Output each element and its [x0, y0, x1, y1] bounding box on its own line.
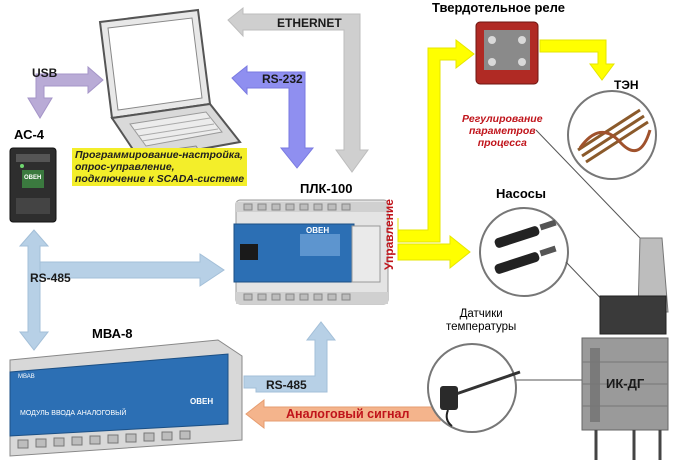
usb-label: USB [32, 66, 58, 80]
regulation-line1: Регулирование [462, 113, 543, 125]
pumps-label: Насосы [496, 186, 546, 201]
programming-line1: Программирование-настройка, [75, 149, 243, 161]
ethernet-arrow [227, 6, 369, 173]
relay-label: Твердотельное реле [432, 0, 565, 15]
temp-sensors-line2: температуры [446, 321, 517, 333]
rs485-left-arrow [18, 229, 225, 351]
heater-illustration [567, 90, 657, 180]
temp-sensors-label: Датчики температуры [446, 308, 516, 334]
regulation-note: Регулирование параметров процесса [462, 113, 543, 149]
ac4-brand: ОВЕН [24, 175, 42, 181]
mva8-panel-title: МВАВ [18, 374, 35, 380]
temperature-sensor-illustration [427, 343, 521, 433]
solid-state-relay [475, 21, 539, 85]
ac4-device [9, 147, 57, 223]
ac4-label: АС-4 [14, 127, 45, 142]
rs485-bottom-arrow [243, 321, 337, 393]
usb-arrow [27, 65, 104, 119]
programming-line2: опрос-управление, [75, 161, 175, 173]
rs232-label: RS-232 [262, 72, 303, 86]
analog-signal-label: Аналоговый сигнал [286, 407, 410, 421]
mva8-panel-caption: МОДУЛЬ ВВОДА АНАЛОГОВЫЙ [20, 410, 127, 417]
control-arrows [397, 38, 615, 270]
regulation-line3: процесса [477, 137, 527, 149]
control-label: Управление [382, 199, 396, 270]
rs485-bottom-label: RS-485 [266, 378, 307, 392]
plk-brand: ОВЕН [306, 226, 330, 235]
laptop-illustration [98, 8, 242, 162]
regulation-line2: параметров [468, 125, 536, 137]
plk100-label: ПЛК-100 [300, 181, 353, 196]
ten-label: ТЭН [614, 78, 639, 92]
pumps-illustration [479, 207, 569, 297]
rs232-arrow [231, 64, 315, 169]
programming-line3: подключение к SCADA-системе [75, 173, 245, 185]
mva8-label: МВА-8 [92, 326, 133, 341]
ikdg-machine [516, 129, 669, 460]
mva8-brand: ОВЕН [190, 397, 214, 406]
ikdg-label: ИК-ДГ [606, 376, 645, 391]
plc100-device [233, 199, 389, 305]
temp-sensors-line1: Датчики [459, 308, 503, 320]
mva8-device [9, 339, 243, 457]
programming-note: Программирование-настройка, опрос-управл… [72, 148, 248, 186]
ethernet-label: ETHERNET [277, 16, 342, 30]
rs485-left-label: RS-485 [30, 271, 71, 285]
